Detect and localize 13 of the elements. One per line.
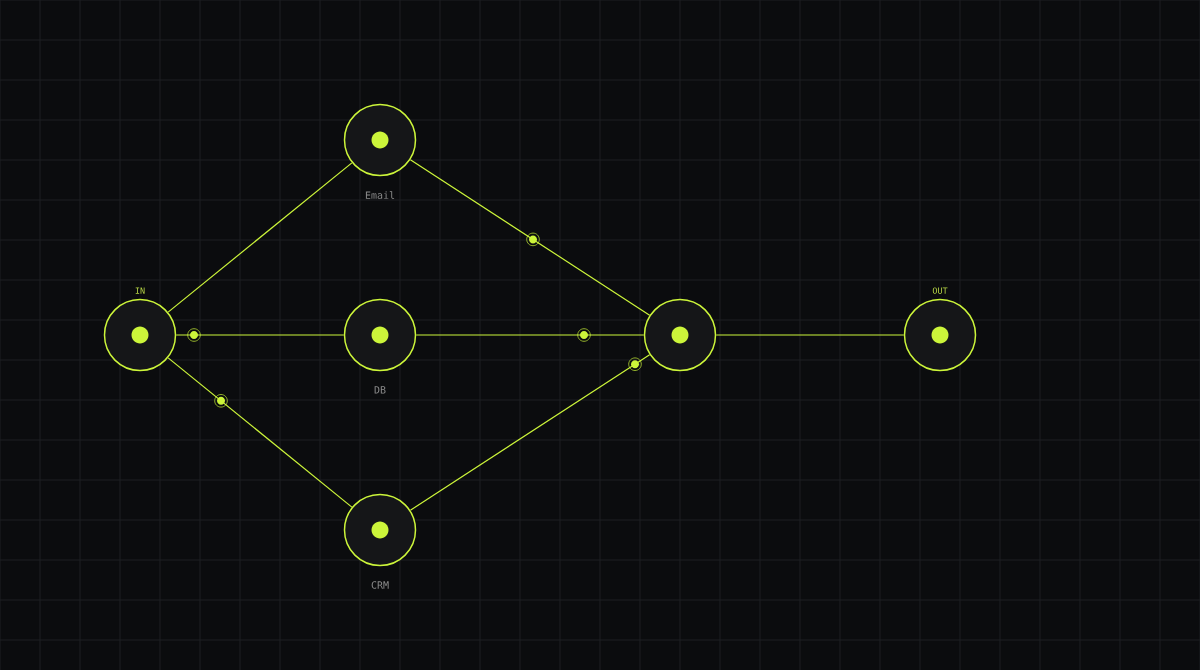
connector-line [167,357,353,508]
node-label: DB [374,386,386,394]
node-label: IN [135,287,145,294]
connector-line [167,162,353,313]
node-label: Email [365,191,395,199]
node-label: CRM [371,581,389,589]
node-circle [643,298,717,372]
connector-line [409,354,651,511]
connector-line [415,334,645,336]
connector-line [409,159,651,316]
connector-line [715,334,905,336]
node-label: OUT [932,287,948,294]
connector-line [175,334,345,336]
